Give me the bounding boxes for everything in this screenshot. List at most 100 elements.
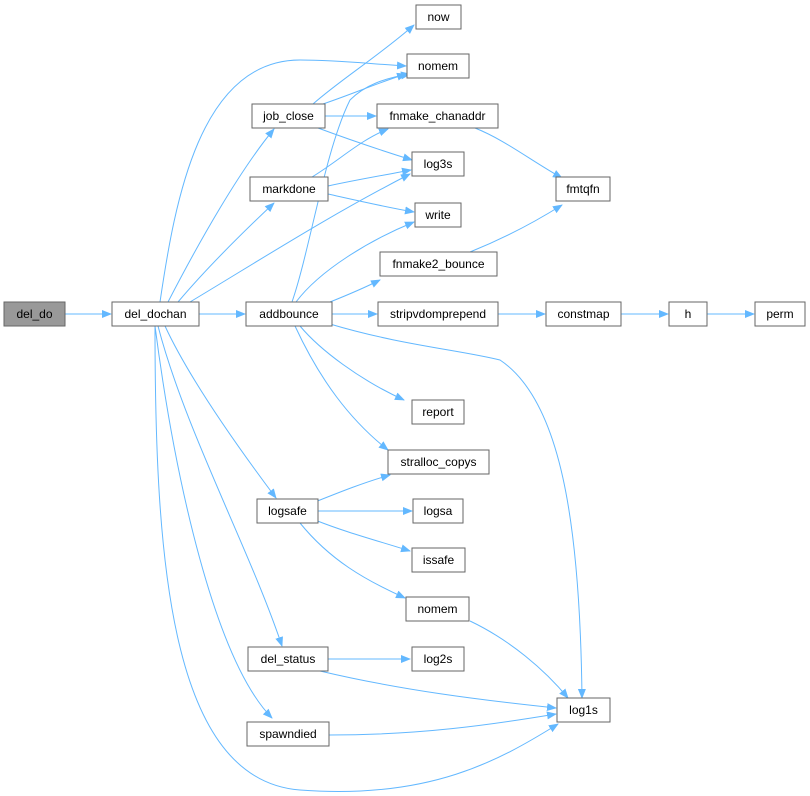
node-spawndied[interactable]: spawndied xyxy=(246,721,330,747)
edge-job_close-now xyxy=(312,24,415,105)
edge-job_close-log3s xyxy=(317,127,413,162)
edge-nomem_bottom-log1s xyxy=(469,620,569,699)
edge-del_dochan-log1s xyxy=(154,325,559,793)
node-label-logsafe: logsafe xyxy=(268,504,307,518)
node-label-spawndied: spawndied xyxy=(259,727,316,741)
node-label-markdone: markdone xyxy=(262,182,316,196)
node-box-nomem_top xyxy=(406,53,470,79)
node-box-addbounce xyxy=(245,301,333,327)
node-write[interactable]: write xyxy=(414,202,462,228)
node-label-nomem_bottom: nomem xyxy=(417,602,457,616)
edge-del_dochan-spawndied xyxy=(154,325,273,719)
node-markdone[interactable]: markdone xyxy=(249,176,329,202)
edge-del_status-log1s xyxy=(319,670,557,712)
node-label-perm: perm xyxy=(766,307,793,321)
node-box-job_close xyxy=(251,103,326,129)
node-report[interactable]: report xyxy=(411,399,465,425)
node-label-issafe: issafe xyxy=(423,553,455,567)
edge-spawndied-log1s xyxy=(328,711,557,736)
node-issafe[interactable]: issafe xyxy=(411,547,466,573)
node-label-logsa: logsa xyxy=(424,504,453,518)
node-box-log1s xyxy=(556,697,611,723)
node-label-write: write xyxy=(424,208,451,222)
node-fnmake_chanaddr[interactable]: fnmake_chanaddr xyxy=(376,103,499,129)
node-box-stralloc_copys xyxy=(387,449,490,475)
node-label-fmtqfn: fmtqfn xyxy=(566,182,599,196)
node-box-logsafe xyxy=(256,498,319,524)
node-del_dochan[interactable]: del_dochan xyxy=(111,301,200,327)
node-box-perm xyxy=(754,301,806,327)
node-nomem_top[interactable]: nomem xyxy=(406,53,470,79)
node-box-nomem_bottom xyxy=(405,596,470,622)
node-box-report xyxy=(411,399,465,425)
node-constmap[interactable]: constmap xyxy=(545,301,622,327)
node-label-stripvdomprepend: stripvdomprepend xyxy=(390,307,486,321)
node-box-log2s xyxy=(411,646,465,672)
node-box-logsa xyxy=(412,498,464,524)
node-job_close[interactable]: job_close xyxy=(251,103,326,129)
node-del_status[interactable]: del_status xyxy=(247,646,329,672)
node-box-markdone xyxy=(249,176,329,202)
edge-del_dochan-del_status xyxy=(157,325,283,647)
node-label-del_do: del_do xyxy=(16,307,52,321)
node-stripvdomprepend[interactable]: stripvdomprepend xyxy=(377,301,499,327)
node-label-h: h xyxy=(685,307,692,321)
edge-del_dochan-job_close xyxy=(167,128,275,303)
node-label-nomem_top: nomem xyxy=(418,59,458,73)
edges xyxy=(65,24,755,793)
node-box-log3s xyxy=(411,151,465,177)
node-label-constmap: constmap xyxy=(557,307,609,321)
node-box-write xyxy=(414,202,462,228)
node-log2s[interactable]: log2s xyxy=(411,646,465,672)
node-box-del_dochan xyxy=(111,301,200,327)
edge-addbounce-stralloc_copys xyxy=(294,325,389,451)
node-box-del_do xyxy=(3,301,66,327)
node-logsa[interactable]: logsa xyxy=(412,498,464,524)
edge-fnmake2_bounce-fmtqfn xyxy=(469,204,563,253)
node-box-fnmake_chanaddr xyxy=(376,103,499,129)
edge-del_dochan-nomem xyxy=(159,59,407,303)
node-log1s[interactable]: log1s xyxy=(556,697,611,723)
edge-logsafe-nomem_bottom xyxy=(299,522,406,599)
node-fmtqfn[interactable]: fmtqfn xyxy=(555,176,611,202)
node-box-constmap xyxy=(545,301,622,327)
node-box-fmtqfn xyxy=(555,176,611,202)
edge-del_dochan-markdone xyxy=(177,202,275,303)
node-box-stripvdomprepend xyxy=(377,301,499,327)
edge-logsafe-stralloc_copys xyxy=(314,473,391,503)
node-now[interactable]: now xyxy=(415,4,462,30)
node-label-del_status: del_status xyxy=(261,652,316,666)
node-label-addbounce: addbounce xyxy=(259,307,319,321)
node-nomem_bottom[interactable]: nomem xyxy=(405,596,470,622)
node-addbounce[interactable]: addbounce xyxy=(245,301,333,327)
node-label-fnmake2_bounce: fnmake2_bounce xyxy=(392,257,484,271)
node-logsafe[interactable]: logsafe xyxy=(256,498,319,524)
node-label-log3s: log3s xyxy=(424,157,453,171)
node-label-report: report xyxy=(422,405,454,419)
node-del_do[interactable]: del_do xyxy=(3,301,66,327)
node-stralloc_copys[interactable]: stralloc_copys xyxy=(387,449,490,475)
node-fnmake2_bounce[interactable]: fnmake2_bounce xyxy=(379,251,498,277)
edge-addbounce-write xyxy=(295,221,415,303)
node-label-job_close: job_close xyxy=(262,109,314,123)
node-h[interactable]: h xyxy=(668,301,708,327)
node-label-fnmake_chanaddr: fnmake_chanaddr xyxy=(389,109,485,123)
node-label-log1s: log1s xyxy=(569,703,598,717)
node-label-log2s: log2s xyxy=(424,652,453,666)
nodes: del_do del_dochan addbounce job_closemarkdo… xyxy=(3,4,806,747)
node-box-del_status xyxy=(247,646,329,672)
edge-addbounce-report xyxy=(299,325,405,401)
node-box-fnmake2_bounce xyxy=(379,251,498,277)
edge-addbounce-fnmake2_bounce xyxy=(329,279,381,303)
edge-fnmake_chanaddr-fmtqfn xyxy=(474,127,563,179)
edge-addbounce-log1s xyxy=(329,323,586,699)
node-perm[interactable]: perm xyxy=(754,301,806,327)
edge-logsafe-issafe xyxy=(314,519,411,553)
edge-markdone-write xyxy=(327,193,415,215)
edge-del_dochan-logsafe xyxy=(164,325,277,499)
node-log3s[interactable]: log3s xyxy=(411,151,465,177)
edge-markdone-fnmake_chanaddr xyxy=(311,128,389,178)
node-label-del_dochan: del_dochan xyxy=(124,307,186,321)
edge-markdone-log3s xyxy=(327,167,412,187)
